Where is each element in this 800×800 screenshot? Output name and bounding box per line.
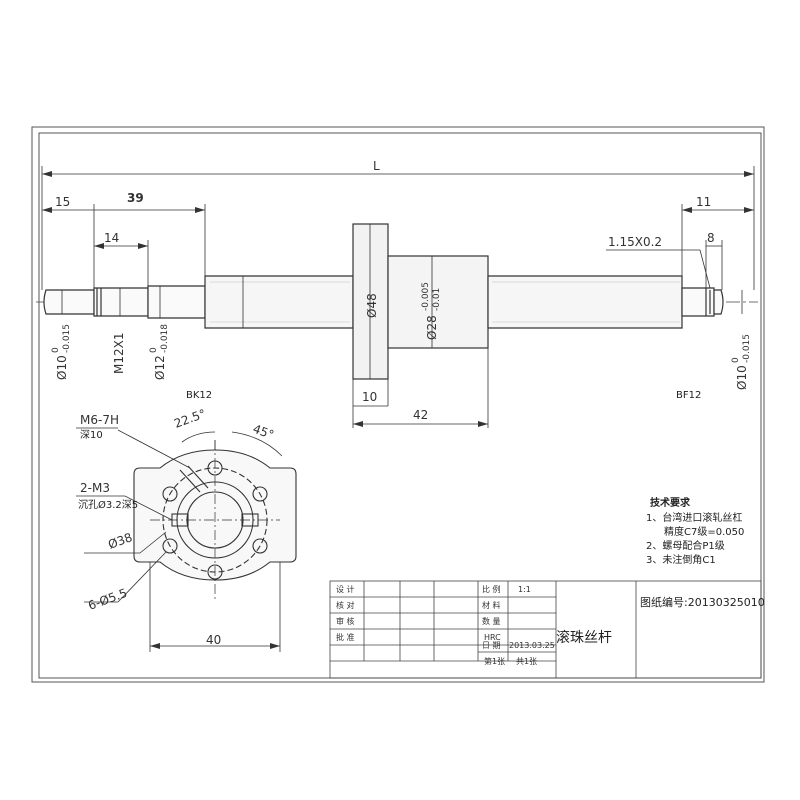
tb-drawing-number: 图纸编号:20130325010 — [640, 595, 765, 609]
tech-note-1b: 精度C7级=0.050 — [664, 525, 744, 538]
dim-mid-dia-tol-top: 0 — [149, 347, 159, 353]
bolt-hole-2 — [252, 486, 268, 502]
flange-tap-depth: 深10 — [80, 429, 103, 441]
tech-notes: 技术要求 1、台湾进口滚轧丝杠 精度C7级=0.050 2、螺母配合P1级 3、… — [646, 496, 744, 566]
tech-note-3: 3、未注倒角C1 — [646, 553, 716, 566]
dim-nut-dia-tol-top: -0.005 — [421, 282, 431, 311]
flange-pcd-label: Ø38 — [106, 530, 134, 552]
bolt-hole-5 — [162, 538, 178, 554]
dim-mid-dia-tol-bottom: -0.018 — [160, 324, 170, 353]
screw-body-right — [487, 275, 683, 329]
tb-hardness-label: HRC — [484, 633, 501, 642]
right-journal — [681, 287, 715, 317]
tb-review: 审 核 — [336, 616, 355, 626]
dim-mid-dia: Ø12 — [153, 355, 167, 380]
mid-journal — [147, 285, 206, 319]
flange-m3-holes: 2-M3 — [80, 481, 110, 495]
dim-15: 15 — [55, 195, 70, 209]
flange-counterbore: 沉孔Ø3.2深5 — [78, 498, 138, 511]
screw-body — [204, 275, 354, 329]
tb-scale-label: 比 例 — [482, 584, 501, 594]
flange-width: 40 — [206, 633, 221, 647]
tb-date-label: 日 期 — [482, 641, 501, 650]
nut-flange — [352, 223, 389, 380]
dim-left-dia-tol-top: 0 — [51, 347, 61, 353]
dim-left-dia-tol-bottom: -0.015 — [62, 324, 72, 353]
flange-angle-large: 45° — [251, 422, 276, 442]
dim-L: L — [373, 159, 380, 173]
right-tip — [713, 289, 724, 315]
flange-bolt-holes: 6-Ø5.5 — [86, 586, 129, 613]
tech-note-2: 2、螺母配合P1级 — [646, 539, 725, 552]
tech-notes-title: 技术要求 — [650, 496, 691, 509]
tb-check: 核 对 — [336, 600, 355, 610]
flange-end-view — [133, 440, 297, 600]
dim-right-dia-tol-bottom: -0.015 — [742, 334, 752, 363]
flange-tap-hole: M6-7H — [80, 413, 119, 427]
tech-note-1: 1、台湾进口滚轧丝杠 — [646, 511, 742, 524]
dim-right-dia: Ø10 — [735, 365, 749, 390]
dim-nut-dia: Ø28 — [425, 315, 439, 340]
nut-body — [387, 255, 489, 349]
shaft-view — [36, 223, 758, 380]
support-label-left: BK12 — [186, 390, 212, 401]
tb-material-label: 材 料 — [482, 600, 501, 610]
dim-10: 10 — [362, 390, 377, 404]
tb-sheet-total: 共1张 — [516, 657, 537, 666]
flange-dimension-lines — [76, 427, 283, 652]
dim-groove: 1.15X0.2 — [608, 235, 662, 249]
flange-angle-small: 22.5° — [172, 406, 208, 430]
dim-14: 14 — [104, 231, 119, 245]
left-journal — [43, 289, 95, 315]
tb-date-value: 2013.03.25 — [509, 641, 555, 650]
tb-design: 设 计 — [336, 584, 355, 594]
dim-flange-dia: Ø48 — [365, 293, 379, 318]
title-block — [329, 580, 762, 679]
dim-left-dia: Ø10 — [55, 355, 69, 380]
bolt-hole-3 — [252, 538, 268, 554]
tb-approve: 批 准 — [336, 632, 355, 642]
support-label-right: BF12 — [676, 390, 701, 401]
dim-8: 8 — [707, 231, 715, 245]
dim-right-dia-tol-top: 0 — [731, 357, 741, 363]
tb-sheet-label: 第1张 — [484, 656, 505, 666]
outer-border — [31, 126, 765, 683]
bolt-hole-6 — [162, 486, 178, 502]
tb-scale-value: 1:1 — [518, 585, 531, 594]
tb-part-name: 滚珠丝杆 — [556, 629, 612, 646]
dim-thread: M12X1 — [112, 333, 126, 374]
thread-section — [93, 287, 149, 317]
dim-11: 11 — [696, 195, 711, 209]
dim-39: 39 — [127, 191, 144, 205]
tb-quantity-label: 数 量 — [482, 616, 501, 626]
dim-nut-dia-tol-bottom: -0.01 — [432, 288, 442, 311]
dim-42: 42 — [413, 408, 428, 422]
